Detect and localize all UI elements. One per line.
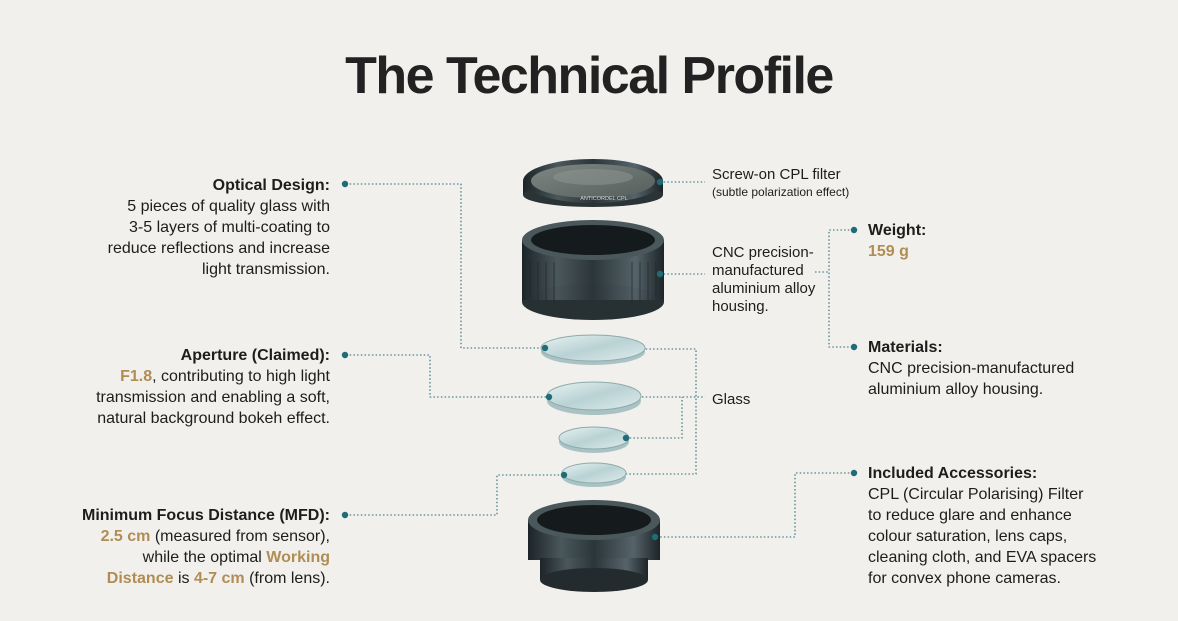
- aperture-line-3: natural background bokeh effect.: [97, 410, 330, 427]
- mfd-line-2: while the optimal: [142, 549, 267, 566]
- connector-mfd: [346, 474, 564, 516]
- page-title: The Technical Profile: [345, 47, 834, 105]
- connector-glass-1: [624, 348, 697, 475]
- aperture-heading: Aperture (Claimed):: [180, 347, 330, 364]
- connector-accessories: [655, 472, 853, 538]
- accessories-line-4: cleaning cloth, and EVA spacers: [868, 549, 1097, 566]
- filter-ring-text: ANTICORDEL CPL: [580, 196, 627, 202]
- glass-label: Glass: [712, 391, 751, 408]
- weight-value: 159 g: [868, 243, 909, 260]
- glass-element-1: [540, 334, 646, 365]
- housing-label-line-1: CNC precision-: [712, 244, 814, 261]
- mfd-block: Minimum Focus Distance (MFD): 2.5 cm (me…: [30, 505, 330, 589]
- housing-label-line-4: housing.: [712, 298, 769, 315]
- materials-heading: Materials:: [868, 339, 943, 356]
- mfd-is: is: [173, 570, 194, 587]
- dot-weight: [850, 226, 858, 234]
- dot-materials: [850, 343, 858, 351]
- mfd-range: 4-7 cm: [193, 570, 245, 587]
- filter-label-line-1: Screw-on CPL filter: [712, 166, 841, 183]
- optical-design-block: Optical Design: 5 pieces of quality glas…: [60, 175, 330, 280]
- mfd-working: Working: [266, 549, 330, 566]
- mfd-heading: Minimum Focus Distance (MFD):: [81, 507, 330, 524]
- dot-accessories: [850, 469, 858, 477]
- accessories-heading: Included Accessories:: [868, 465, 1038, 482]
- aperture-line-2: transmission and enabling a soft,: [96, 389, 330, 406]
- lens-mount: [528, 500, 660, 592]
- mfd-distance: Distance: [106, 570, 174, 587]
- filter-label: Screw-on CPL filter (subtle polarization…: [712, 166, 882, 200]
- glass-element-2: [546, 381, 642, 415]
- dot-mfd: [341, 511, 349, 519]
- optical-line-2: 3-5 layers of multi-coating to: [129, 219, 330, 236]
- glass-element-3: [558, 426, 630, 453]
- materials-line-1: CNC precision-manufactured: [868, 360, 1075, 377]
- connector-weight-materials: [828, 229, 853, 348]
- weight-block: Weight: 159 g: [868, 220, 1068, 262]
- accessories-line-1: CPL (Circular Polarising) Filter: [868, 486, 1084, 503]
- housing-label-line-2: manufactured: [712, 262, 804, 279]
- dot-optical: [341, 180, 349, 188]
- mfd-value: 2.5 cm: [100, 528, 151, 545]
- housing-label-line-3: aluminium alloy: [712, 280, 816, 297]
- aperture-line-1: , contributing to high light: [152, 368, 330, 385]
- filter-label-line-2: (subtle polarization effect): [712, 185, 850, 199]
- mfd-line-1: (measured from sensor),: [150, 528, 330, 545]
- aperture-value: F1.8: [120, 368, 153, 385]
- weight-heading: Weight:: [868, 222, 927, 239]
- glass-element-4: [561, 462, 627, 487]
- dot-aperture: [341, 351, 349, 359]
- accessories-line-3: colour saturation, lens caps,: [868, 528, 1068, 545]
- aperture-block: Aperture (Claimed): F1.8, contributing t…: [40, 345, 330, 429]
- connector-aperture: [346, 354, 549, 398]
- accessories-line-5: for convex phone cameras.: [868, 570, 1061, 587]
- optical-heading: Optical Design:: [212, 177, 330, 194]
- lens-housing: [522, 220, 664, 320]
- materials-line-2: aluminium alloy housing.: [868, 381, 1044, 398]
- optical-line-4: light transmission.: [201, 261, 330, 278]
- accessories-block: Included Accessories: CPL (Circular Pola…: [868, 463, 1158, 589]
- optical-line-3: reduce reflections and increase: [107, 240, 330, 257]
- connector-glass-3: [626, 397, 683, 439]
- connector-optical: [346, 183, 545, 349]
- mfd-line-3: (from lens).: [244, 570, 330, 587]
- optical-line-1: 5 pieces of quality glass with: [127, 198, 330, 215]
- cpl-filter-ring: ANTICORDEL CPL: [523, 159, 663, 207]
- materials-block: Materials: CNC precision-manufactured al…: [868, 337, 1148, 400]
- housing-label: CNC precision- manufactured aluminium al…: [712, 244, 832, 316]
- accessories-line-2: to reduce glare and enhance: [868, 507, 1072, 524]
